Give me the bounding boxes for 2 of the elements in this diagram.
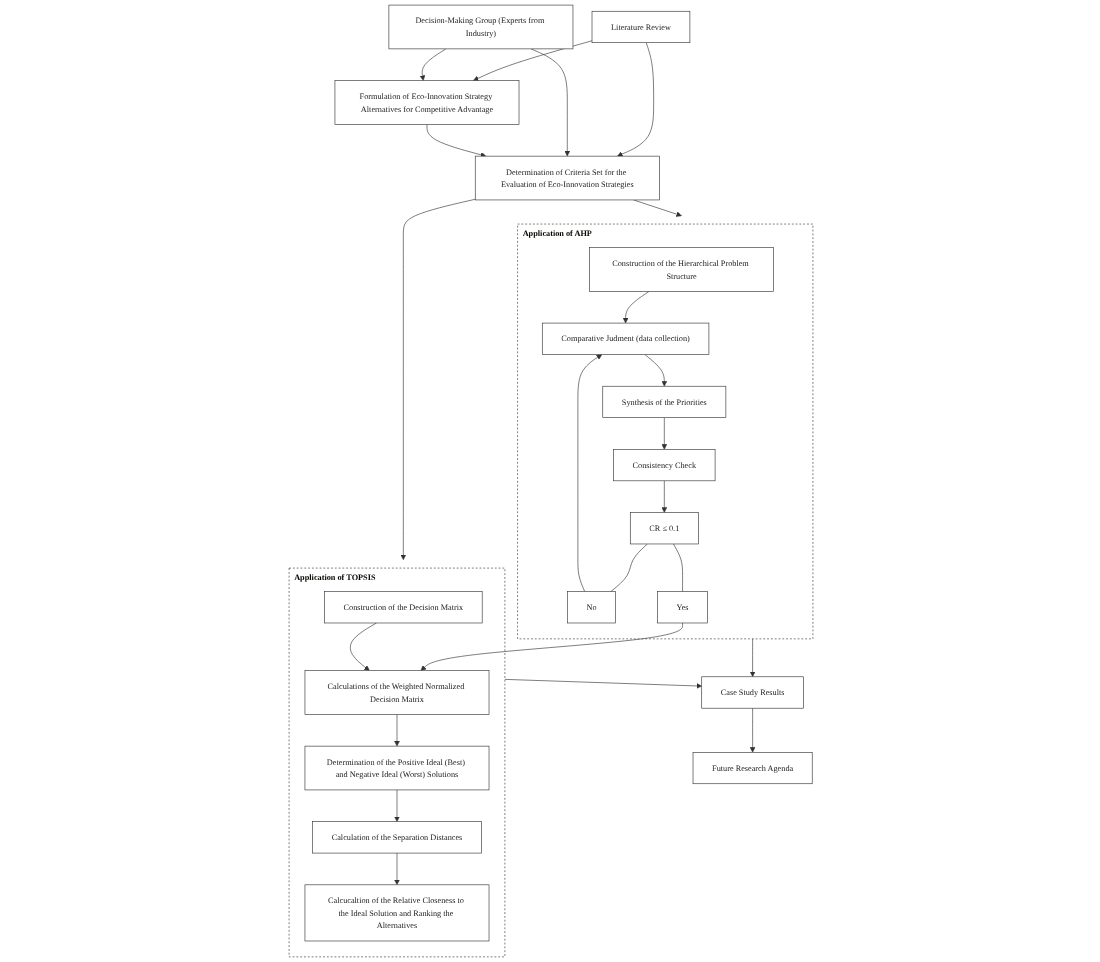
- connector: [672, 543, 682, 592]
- connector: [609, 543, 647, 592]
